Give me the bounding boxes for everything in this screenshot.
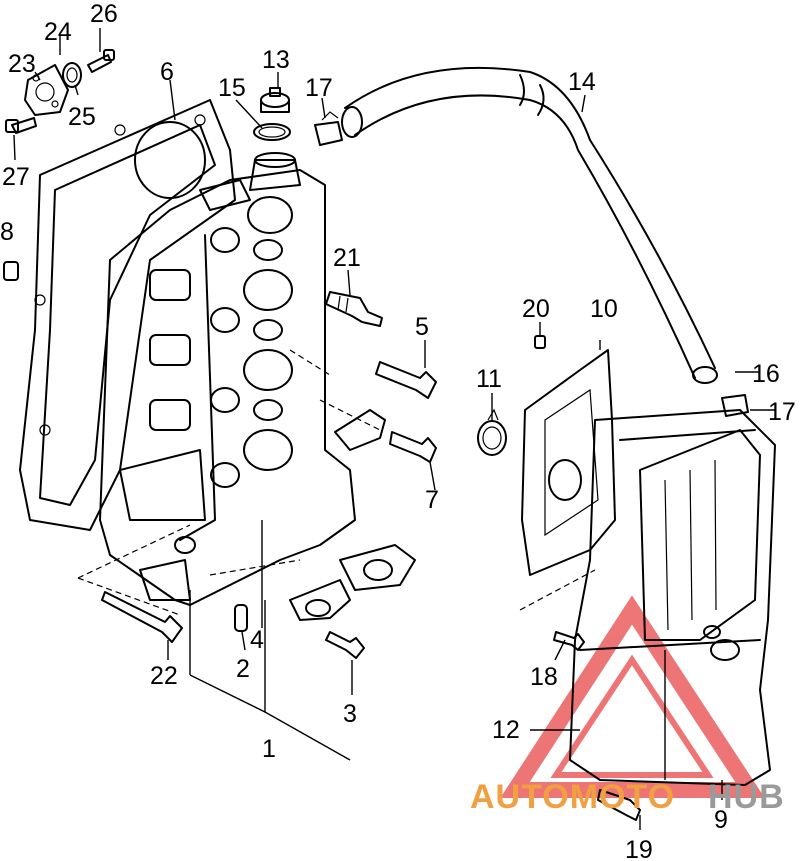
hose-clip-upper xyxy=(314,111,343,146)
bolt-short xyxy=(389,431,437,463)
head-gasket xyxy=(19,99,236,531)
cam-caps xyxy=(289,544,416,621)
callout-22: 22 xyxy=(150,662,178,690)
callout-20: 20 xyxy=(522,295,550,323)
small-bolt xyxy=(534,335,546,349)
cover-stud xyxy=(597,789,641,821)
thermostat-cover xyxy=(5,49,115,134)
callout-6: 6 xyxy=(160,58,174,86)
head-bolt-long xyxy=(101,591,183,643)
head-bolt-short xyxy=(325,631,365,659)
dowel-pin xyxy=(234,604,248,632)
callout-19: 19 xyxy=(625,836,653,861)
callout-18: 18 xyxy=(530,663,558,691)
callout-24: 24 xyxy=(44,18,72,46)
callout-15: 15 xyxy=(218,74,246,102)
head-cover xyxy=(569,409,776,786)
cover-bolt xyxy=(553,631,585,651)
callout-23: 23 xyxy=(8,50,36,78)
callout-3: 3 xyxy=(343,700,357,728)
callout-11: 11 xyxy=(476,365,502,393)
callout-7: 7 xyxy=(425,486,439,514)
callout-13: 13 xyxy=(262,46,290,74)
bracket xyxy=(334,409,386,451)
callout-4: 4 xyxy=(250,626,264,654)
spark-plug xyxy=(325,291,383,327)
hose-clip-lower xyxy=(721,394,749,417)
watermark-text-orange: AUTOMOTO xyxy=(470,778,675,816)
callout-27: 27 xyxy=(2,163,30,191)
callout-5: 5 xyxy=(415,313,429,341)
callout-17-upper: 17 xyxy=(305,74,333,102)
assembly-lines xyxy=(77,349,596,616)
watermark-text-gray: HUB xyxy=(708,778,785,816)
callout-17-lower: 17 xyxy=(768,398,796,426)
cover-gasket xyxy=(521,349,616,576)
callout-26: 26 xyxy=(90,0,118,28)
callout-2: 2 xyxy=(236,655,250,683)
leader-lines xyxy=(13,28,775,830)
filler-cap xyxy=(260,87,290,113)
bolt-long xyxy=(375,361,437,399)
cylinder-bores xyxy=(210,196,293,488)
cylinder-head xyxy=(99,152,356,606)
callout-12: 12 xyxy=(492,716,520,744)
callout-16: 16 xyxy=(752,360,780,388)
callout-10: 10 xyxy=(590,295,618,323)
watermark-logo: AUTOMOTO HUB xyxy=(470,778,785,816)
callout-8: 8 xyxy=(0,218,14,246)
bushing xyxy=(3,261,19,281)
o-ring xyxy=(253,123,291,141)
callout-25: 25 xyxy=(68,103,96,131)
callout-14: 14 xyxy=(568,68,596,96)
callout-21: 21 xyxy=(333,244,361,272)
water-hose xyxy=(341,66,718,384)
grommet xyxy=(477,408,507,456)
callout-1: 1 xyxy=(262,735,276,763)
callout-9: 9 xyxy=(714,806,728,834)
